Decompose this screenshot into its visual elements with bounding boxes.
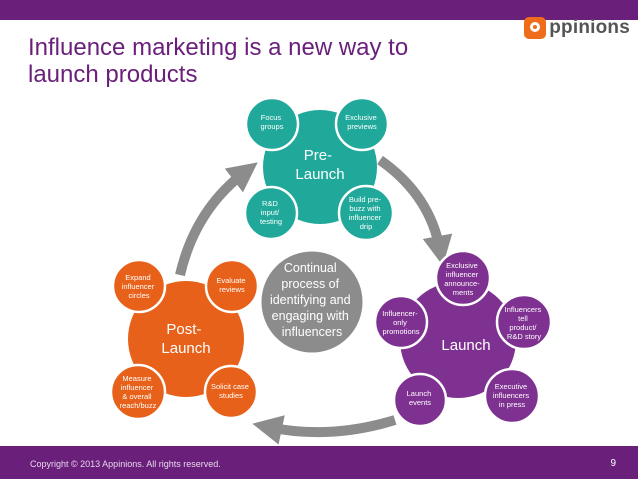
header-bar: [0, 0, 638, 20]
page-number: 9: [610, 458, 616, 469]
slide-title-line-1: Influence marketing is a new way to: [28, 34, 409, 61]
influencers-tell-line: Influencers: [505, 305, 542, 314]
evaluate-reviews-label: Evaluate reviews: [216, 276, 247, 294]
solicit-case-studies-circle: [203, 364, 259, 420]
copyright-text: Copyright © 2013 Appinions. All rights r…: [30, 459, 221, 469]
postlaunch-circle: [128, 281, 244, 397]
exclusive-previews-line: Exclusive: [345, 113, 377, 122]
brand-logo: ppinions: [524, 14, 630, 42]
influencer-promotions-line: promotions: [382, 327, 419, 336]
measure-reach-circle: [109, 363, 167, 421]
build-buzz-circle: [337, 184, 395, 242]
slide-title: Influence marketing is a new way to laun…: [28, 34, 448, 88]
expand-circles-label: Expand influencer circles: [122, 273, 157, 300]
build-buzz-label: Build pre- buzz with influencer drip: [349, 195, 384, 231]
postlaunch-group: Post- Launch Expand influencer circles E…: [109, 258, 260, 421]
launch-circle: [400, 282, 516, 398]
expand-circles-line: Expand: [125, 273, 150, 282]
rd-testing-label: R&D input/ testing: [260, 199, 282, 226]
solicit-case-studies-line: Solicit case: [211, 382, 249, 391]
rd-testing-line: R&D: [262, 199, 278, 208]
center-text-line: engaging with: [272, 309, 349, 323]
focus-groups-label: Focus groups: [261, 113, 284, 131]
expand-circles-circle: [111, 258, 167, 314]
executive-influencers-line: Executive: [495, 382, 528, 391]
build-buzz-line: drip: [360, 222, 373, 231]
executive-influencers-label: Executive influencers in press: [493, 382, 531, 409]
focus-groups-circle: [244, 96, 300, 152]
exclusive-announcements-circle: [434, 249, 492, 307]
exclusive-announcements-line: influencer: [446, 270, 479, 279]
prelaunch-title-line: Pre-: [304, 147, 332, 164]
rd-testing-line: input/: [261, 208, 280, 217]
center-text-line: Continual: [284, 261, 337, 275]
brand-name: ppinions: [549, 17, 630, 38]
postlaunch-title-line: Post-: [166, 321, 201, 338]
prelaunch-title: Pre- Launch: [295, 147, 344, 183]
focus-groups-line: Focus: [261, 113, 282, 122]
solicit-case-studies-label: Solicit case studies: [211, 382, 251, 400]
postlaunch-title-line: Launch: [161, 340, 210, 357]
arrow-launch-to-post: [252, 415, 397, 445]
measure-reach-line: & overall: [122, 392, 152, 401]
launch-events-circle: [392, 372, 448, 428]
executive-influencers-circle: [483, 367, 541, 425]
center-text-line: process of: [281, 277, 339, 291]
measure-reach-line: influencer: [121, 383, 154, 392]
build-buzz-line: influencer: [349, 213, 382, 222]
influencer-promotions-line: Influencer-: [382, 309, 418, 318]
slide-title-line-2: launch products: [28, 61, 198, 88]
build-buzz-line: buzz with: [349, 204, 380, 213]
launch-events-line: events: [409, 398, 431, 407]
influencers-tell-circle: [495, 293, 553, 351]
prelaunch-title-line: Launch: [295, 166, 344, 183]
evaluate-reviews-circle: [204, 258, 260, 314]
exclusive-previews-circle: [334, 96, 390, 152]
influencers-tell-line: product/: [509, 323, 537, 332]
rd-testing-circle: [243, 185, 299, 241]
executive-influencers-line: influencers: [493, 391, 530, 400]
influencers-tell-label: Influencers tell product/ R&D story: [505, 305, 544, 341]
exclusive-announcements-line: Exclusive: [446, 261, 478, 270]
focus-groups-line: groups: [261, 122, 284, 131]
exclusive-previews-line: previews: [347, 122, 377, 131]
launch-events-line: Launch: [407, 389, 432, 398]
expand-circles-line: influencer: [122, 282, 155, 291]
prelaunch-group: Pre- Launch Focus groups Exclusive previ…: [243, 96, 395, 242]
center-text: Continual process of identifying and eng…: [270, 261, 354, 339]
influencer-promotions-label: Influencer- only promotions: [382, 309, 420, 336]
executive-influencers-line: in press: [499, 400, 526, 409]
evaluate-reviews-line: Evaluate: [216, 276, 245, 285]
launch-events-label: Launch events: [407, 389, 434, 407]
exclusive-announcements-line: ments: [453, 288, 474, 297]
influencers-tell-line: tell: [518, 314, 528, 323]
footer-bar: Copyright © 2013 Appinions. All rights r…: [0, 446, 638, 479]
postlaunch-title: Post- Launch: [161, 321, 210, 357]
expand-circles-line: circles: [128, 291, 150, 300]
center-circle: [258, 248, 366, 356]
evaluate-reviews-line: reviews: [219, 285, 245, 294]
influencers-tell-line: R&D story: [507, 332, 541, 341]
launch-group: Launch Exclusive influencer announce- me…: [373, 249, 553, 428]
build-buzz-line: Build pre-: [349, 195, 382, 204]
exclusive-announcements-line: announce-: [444, 279, 480, 288]
launch-title: Launch: [441, 337, 490, 354]
rd-testing-line: testing: [260, 217, 282, 226]
exclusive-announcements-label: Exclusive influencer announce- ments: [444, 261, 482, 297]
center-text-line: identifying and: [270, 293, 351, 307]
measure-reach-line: Measure: [122, 374, 151, 383]
measure-reach-label: Measure influencer & overall reach/buzz: [120, 374, 157, 410]
arrow-post-to-pre: [175, 162, 258, 277]
arrow-pre-to-launch: [377, 155, 453, 266]
measure-reach-line: reach/buzz: [120, 401, 157, 410]
solicit-case-studies-line: studies: [219, 391, 243, 400]
influencer-promotions-line: only: [393, 318, 407, 327]
exclusive-previews-label: Exclusive previews: [345, 113, 379, 131]
center-text-line: influencers: [282, 325, 342, 339]
influencer-promotions-circle: [373, 294, 429, 350]
logo-icon: [524, 17, 547, 39]
